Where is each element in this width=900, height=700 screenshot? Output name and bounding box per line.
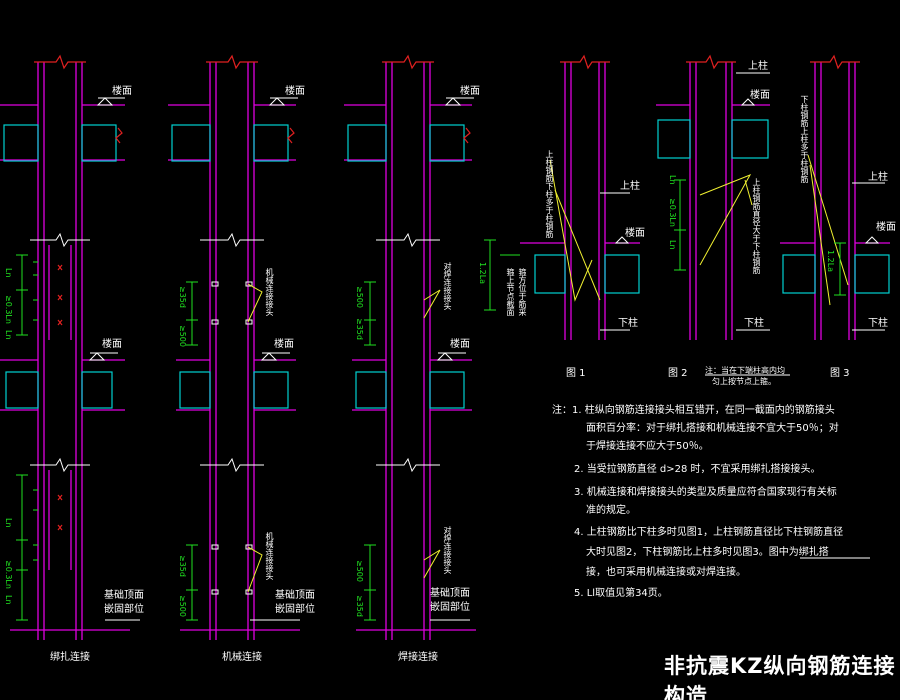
- fig2-caption-line1: 注：当在下端柱高内均: [705, 366, 785, 375]
- weld-joint-callout-lower: 对焊连接接头: [443, 526, 452, 574]
- embed-position-c1: 嵌固部位: [104, 604, 144, 615]
- dim-12la-fig3: 1.2La: [826, 250, 835, 273]
- floor-label-fig2: 楼面: [750, 90, 770, 101]
- note-line-3: 于焊接连接不应大于50％。: [586, 441, 709, 452]
- mech-joint-callout-lower: 机械连接接头: [265, 532, 274, 580]
- figure-1-caption: 图 1: [566, 368, 586, 379]
- dim-35d-c2: ≥35d: [178, 286, 187, 308]
- foundation-top-c3: 基础顶面: [430, 588, 470, 599]
- lap-note-b: 箍方位于筋采: [518, 268, 527, 316]
- dim-ln-fig2: Ln: [668, 175, 677, 185]
- dim-500-c2-lower: ≥500: [178, 595, 187, 617]
- foundation-top-c1: 基础顶面: [104, 590, 144, 601]
- floor-label-c2-top: 楼面: [285, 86, 305, 97]
- dim-12la-left: 1.2La: [478, 262, 487, 285]
- dim-03ln-c1: ≥0.3Ln: [4, 295, 13, 324]
- column-1-name: 绑扎连接: [50, 652, 90, 663]
- bottom-column-label-fig3: 下柱: [868, 318, 888, 329]
- column-2-name: 机械连接: [222, 652, 262, 663]
- note-line-7: 4. 上柱钢筋比下柱多时见图1，上柱钢筋直径比下柱钢筋直径: [574, 527, 844, 538]
- floor-label-c1-mid: 楼面: [102, 339, 122, 350]
- figure-1: [520, 54, 640, 340]
- bottom-column-label-fig1: 下柱: [618, 318, 638, 329]
- dim-03ln-fig2: ≥0.3Ln: [668, 198, 677, 227]
- dim-ln-c1: Ln: [4, 268, 13, 278]
- note-line-10: 5. Ll取值见第34页。: [574, 588, 668, 599]
- figure-2-caption: 图 2: [668, 368, 688, 379]
- floor-label-c3-mid: 楼面: [450, 339, 470, 350]
- top-column-label-fig3: 上柱: [868, 172, 888, 183]
- note-line-9: 接，也可采用机械连接或对焊连接。: [586, 567, 746, 578]
- column-3-welded: [344, 54, 520, 640]
- embed-position-c3: 嵌固部位: [430, 602, 470, 613]
- dim-ln2-c1: Ln: [4, 330, 13, 340]
- floor-label-fig3: 楼面: [876, 222, 896, 233]
- note-line-4: 2. 当受拉钢筋直径 d>28 时，不宜采用绑扎搭接接头。: [574, 464, 821, 475]
- dim-500-c2: ≥500: [178, 325, 187, 347]
- column-3-name: 焊接连接: [398, 652, 438, 663]
- foundation-top-c2: 基础顶面: [275, 590, 315, 601]
- weld-joint-callout-upper: 对焊连接接头: [443, 262, 452, 310]
- bottom-column-label-fig2: 下柱: [744, 318, 764, 329]
- note-line-8: 大时见图2，下柱钢筋比上柱多时见图3。图中为绑扎搭: [586, 547, 829, 558]
- dim-ln2-fig2: Ln: [668, 240, 677, 250]
- top-column-label-fig2: 上柱: [748, 61, 768, 72]
- top-column-label-fig1: 上柱: [620, 181, 640, 192]
- figure-3-caption: 图 3: [830, 368, 850, 379]
- dim-35d-c3-lower: ≥35d: [355, 595, 364, 617]
- fig2-note: 上柱钢筋直径大于下柱钢筋: [752, 178, 761, 274]
- mech-joint-callout-upper: 机械连接接头: [265, 268, 274, 316]
- fig1-note: 上柱钢筋下柱多于柱钢筋: [545, 150, 554, 238]
- column-2-mechanical: [168, 54, 300, 640]
- floor-label-c3-top: 楼面: [460, 86, 480, 97]
- fig3-note: 下柱钢筋上柱多于柱钢筋: [800, 95, 809, 183]
- fig2-caption-line2: 匀上按节点上箍。: [712, 377, 776, 386]
- embed-position-c2: 嵌固部位: [275, 604, 315, 615]
- note-line-1: 注：1. 柱纵向钢筋连接接头相互错开，在同一截面内的钢筋接头: [552, 405, 835, 416]
- note-line-6: 准的规定。: [586, 505, 636, 516]
- dim-ln2-c1-lower: Ln: [4, 595, 13, 605]
- figure-3: [780, 54, 890, 340]
- dim-35d-c2-lower: ≥35d: [178, 555, 187, 577]
- note-line-2: 面积百分率：对于绑扎搭接和机械连接不宜大于50％；对: [586, 423, 839, 434]
- dim-500-c3-lower: ≥500: [355, 560, 364, 582]
- drawing-title: 非抗震KZ纵向钢筋连接构造: [664, 654, 896, 700]
- floor-label-c2-mid: 楼面: [274, 339, 294, 350]
- column-1-lap-splice: [0, 54, 140, 640]
- floor-label-fig1: 楼面: [625, 228, 645, 239]
- dim-35d-c3: ≥35d: [355, 318, 364, 340]
- lap-note-a: 箍上节点截面: [506, 268, 515, 316]
- figure-2: [656, 54, 770, 340]
- dim-ln-c1-lower: Ln: [4, 518, 13, 528]
- floor-label-c1-top: 楼面: [112, 86, 132, 97]
- note-line-5: 3. 机械连接和焊接接头的类型及质量应符合国家现行有关标: [574, 487, 837, 498]
- dim-500-c3: ≥500: [355, 286, 364, 308]
- dim-03ln-c1-lower: ≥0.3Ln: [4, 560, 13, 589]
